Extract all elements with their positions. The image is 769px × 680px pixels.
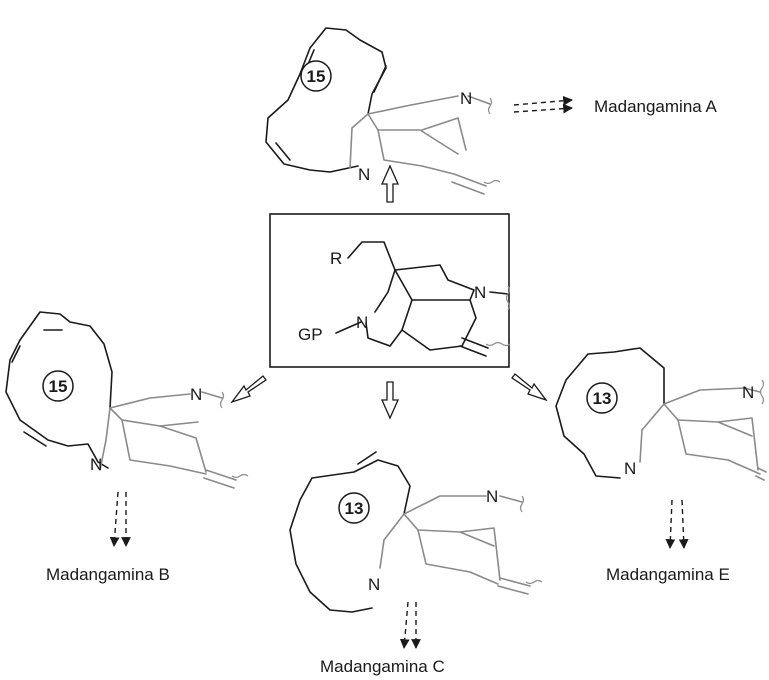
molecule-e: 13 N N Madangamina E [555, 347, 767, 584]
molecule-c-macrocycle [289, 451, 411, 613]
hollow-arrow-right [511, 373, 548, 402]
hollow-arrow-down [380, 381, 400, 420]
molecule-b-nitrogen-ring: N [90, 455, 102, 474]
molecule-label: Madangamina A [594, 97, 718, 116]
molecule-e-core [639, 379, 767, 481]
molecule-label: Madangamina E [606, 565, 730, 584]
retro-arrows [230, 164, 548, 420]
dashed-arrow [109, 491, 120, 547]
core-substituent-r: R [330, 249, 342, 268]
molecule-c-nitrogen-ring: N [368, 575, 380, 594]
molecule-c-nitrogen-right: N [486, 487, 498, 506]
molecule-c-core [379, 495, 543, 595]
molecule-b-core [99, 391, 249, 489]
molecule-label: Madangamina B [46, 565, 170, 584]
dashed-arrow [678, 499, 689, 549]
hollow-arrow-up [380, 164, 400, 203]
molecule-a-nitrogen-ring: N [358, 165, 370, 184]
molecule-b-macrocycle [5, 311, 113, 469]
molecule-e-nitrogen-ring: N [624, 459, 636, 478]
molecule-c: 13 N N Madangamina C [289, 451, 543, 676]
molecule-a-nitrogen-right: N [460, 89, 472, 108]
core-structure: R GP N N [269, 213, 511, 368]
core-nitrogen-ring: N [356, 313, 368, 332]
ring-size-label: 13 [593, 389, 612, 408]
ring-size-label: 15 [49, 377, 68, 396]
molecule-b: 15 N N Madangamina B [5, 311, 249, 584]
ring-size-label: 15 [307, 67, 326, 86]
dashed-arrow [399, 601, 410, 649]
ring-size-label: 13 [345, 499, 364, 518]
ring-size-circle [338, 492, 370, 524]
dashed-arrow [513, 95, 573, 106]
molecule-b-nitrogen-right: N [190, 385, 202, 404]
core-protecting-group: GP [298, 325, 323, 344]
dashed-arrow [665, 499, 676, 549]
hollow-arrow-left [230, 375, 267, 404]
molecule-label: Madangamina C [320, 657, 445, 676]
ring-size-circle [42, 370, 74, 402]
molecule-e-macrocycle [555, 347, 665, 479]
core-skeleton [335, 241, 511, 357]
molecule-a: 15 N N Madangamina A [265, 27, 718, 195]
molecule-a-macrocycle [265, 27, 387, 173]
core-nitrogen-right: N [474, 283, 486, 302]
dashed-arrow [513, 103, 573, 114]
molecule-a-core [349, 95, 501, 195]
molecule-e-nitrogen-right: N [742, 383, 754, 402]
ring-size-circle [300, 60, 332, 92]
ring-size-circle [586, 382, 618, 414]
